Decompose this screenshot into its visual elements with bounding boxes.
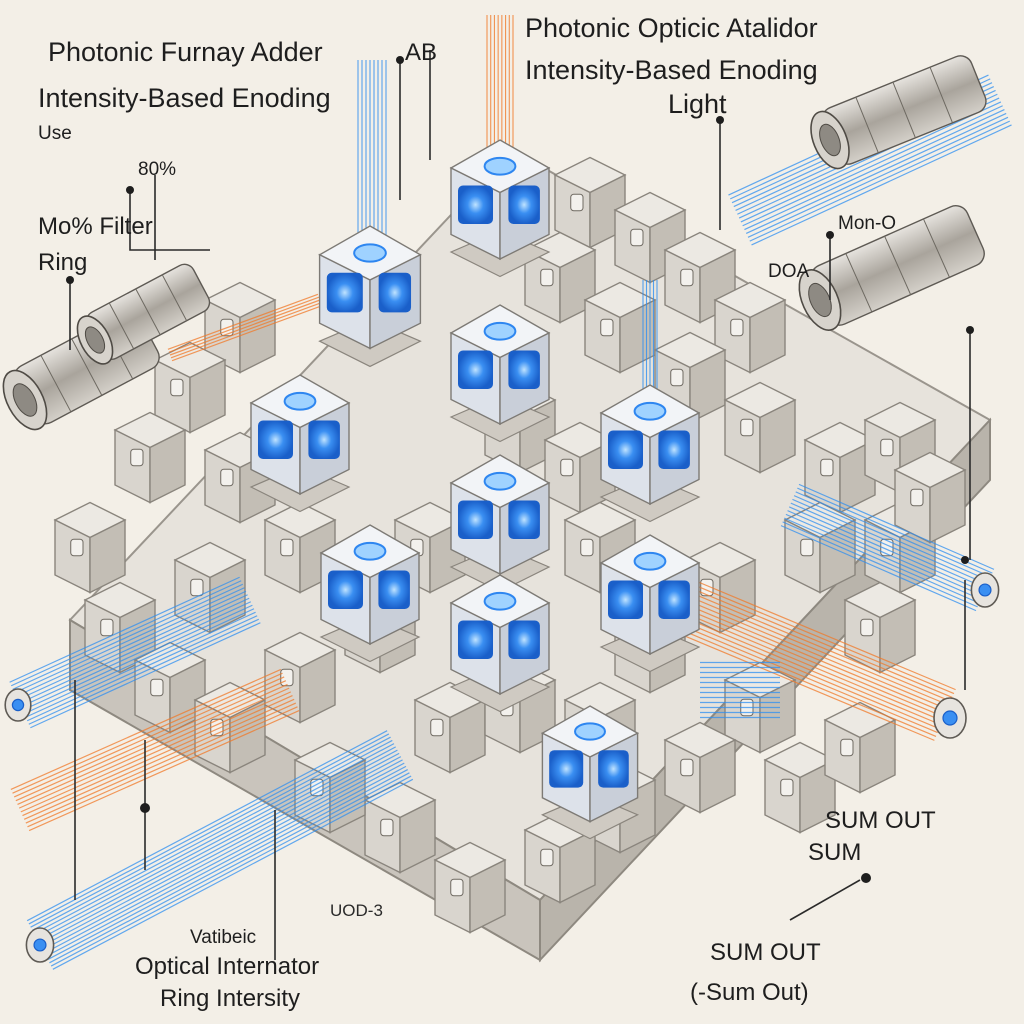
filter-label-line2: Ring bbox=[38, 250, 87, 276]
vatibeic-label: Vatibeic bbox=[190, 928, 256, 949]
photonic-cube bbox=[320, 226, 421, 366]
endcap-right-lower bbox=[934, 698, 966, 738]
photonic-cube bbox=[451, 575, 549, 712]
base-block bbox=[435, 843, 505, 933]
endcap-left-lower bbox=[26, 928, 53, 962]
subtitle-right: Intensity-Based Enoding bbox=[525, 56, 818, 86]
photonic-cube bbox=[451, 305, 549, 442]
base-block bbox=[585, 283, 655, 373]
endcap-right-mid bbox=[971, 573, 998, 607]
sum-top-label: SUM bbox=[808, 840, 861, 866]
base-block bbox=[845, 583, 915, 673]
base-block bbox=[55, 503, 125, 593]
doa-label: DOA bbox=[768, 262, 809, 283]
photonic-cube bbox=[451, 455, 549, 592]
base-block bbox=[725, 383, 795, 473]
base-block bbox=[265, 633, 335, 723]
sum-out-bottom-label: SUM OUT bbox=[710, 940, 821, 966]
endcap-left-upper bbox=[5, 689, 31, 721]
title-left-tag: AB bbox=[405, 40, 437, 66]
photonic-cube bbox=[601, 535, 699, 672]
base-block bbox=[365, 783, 435, 873]
light-label: Light bbox=[668, 90, 727, 120]
base-block bbox=[895, 453, 965, 543]
percent-label: 80% bbox=[138, 160, 176, 181]
use-label: Use bbox=[38, 124, 72, 145]
sum-out-paren-label: (-Sum Out) bbox=[690, 980, 809, 1006]
photonic-cube bbox=[451, 140, 549, 277]
coupler-right-top bbox=[803, 52, 989, 174]
input-beam-a bbox=[358, 60, 386, 240]
photonic-cube bbox=[251, 375, 349, 512]
base-block bbox=[115, 413, 185, 503]
photonic-cube bbox=[601, 385, 699, 522]
sum-out-top-label: SUM OUT bbox=[825, 808, 936, 834]
mon-label: Mon-O bbox=[838, 214, 896, 235]
ring-intensity-label: Ring Intersity bbox=[160, 986, 300, 1012]
title-left: Photonic Furnay Adder bbox=[48, 38, 323, 68]
optical-integrator-label: Optical Internator bbox=[135, 954, 319, 980]
subtitle-left: Intensity-Based Enoding bbox=[38, 84, 331, 114]
input-beam-b bbox=[487, 15, 513, 150]
title-right: Photonic Opticic Atalidor bbox=[525, 14, 818, 44]
photonic-cube bbox=[542, 706, 637, 839]
base-block bbox=[155, 343, 225, 433]
filter-label-line1: Mo% Filter bbox=[38, 214, 153, 240]
base-block bbox=[825, 703, 895, 793]
photonic-cube bbox=[321, 525, 419, 662]
uod-label: UOD-3 bbox=[330, 902, 383, 921]
base-block bbox=[665, 723, 735, 813]
